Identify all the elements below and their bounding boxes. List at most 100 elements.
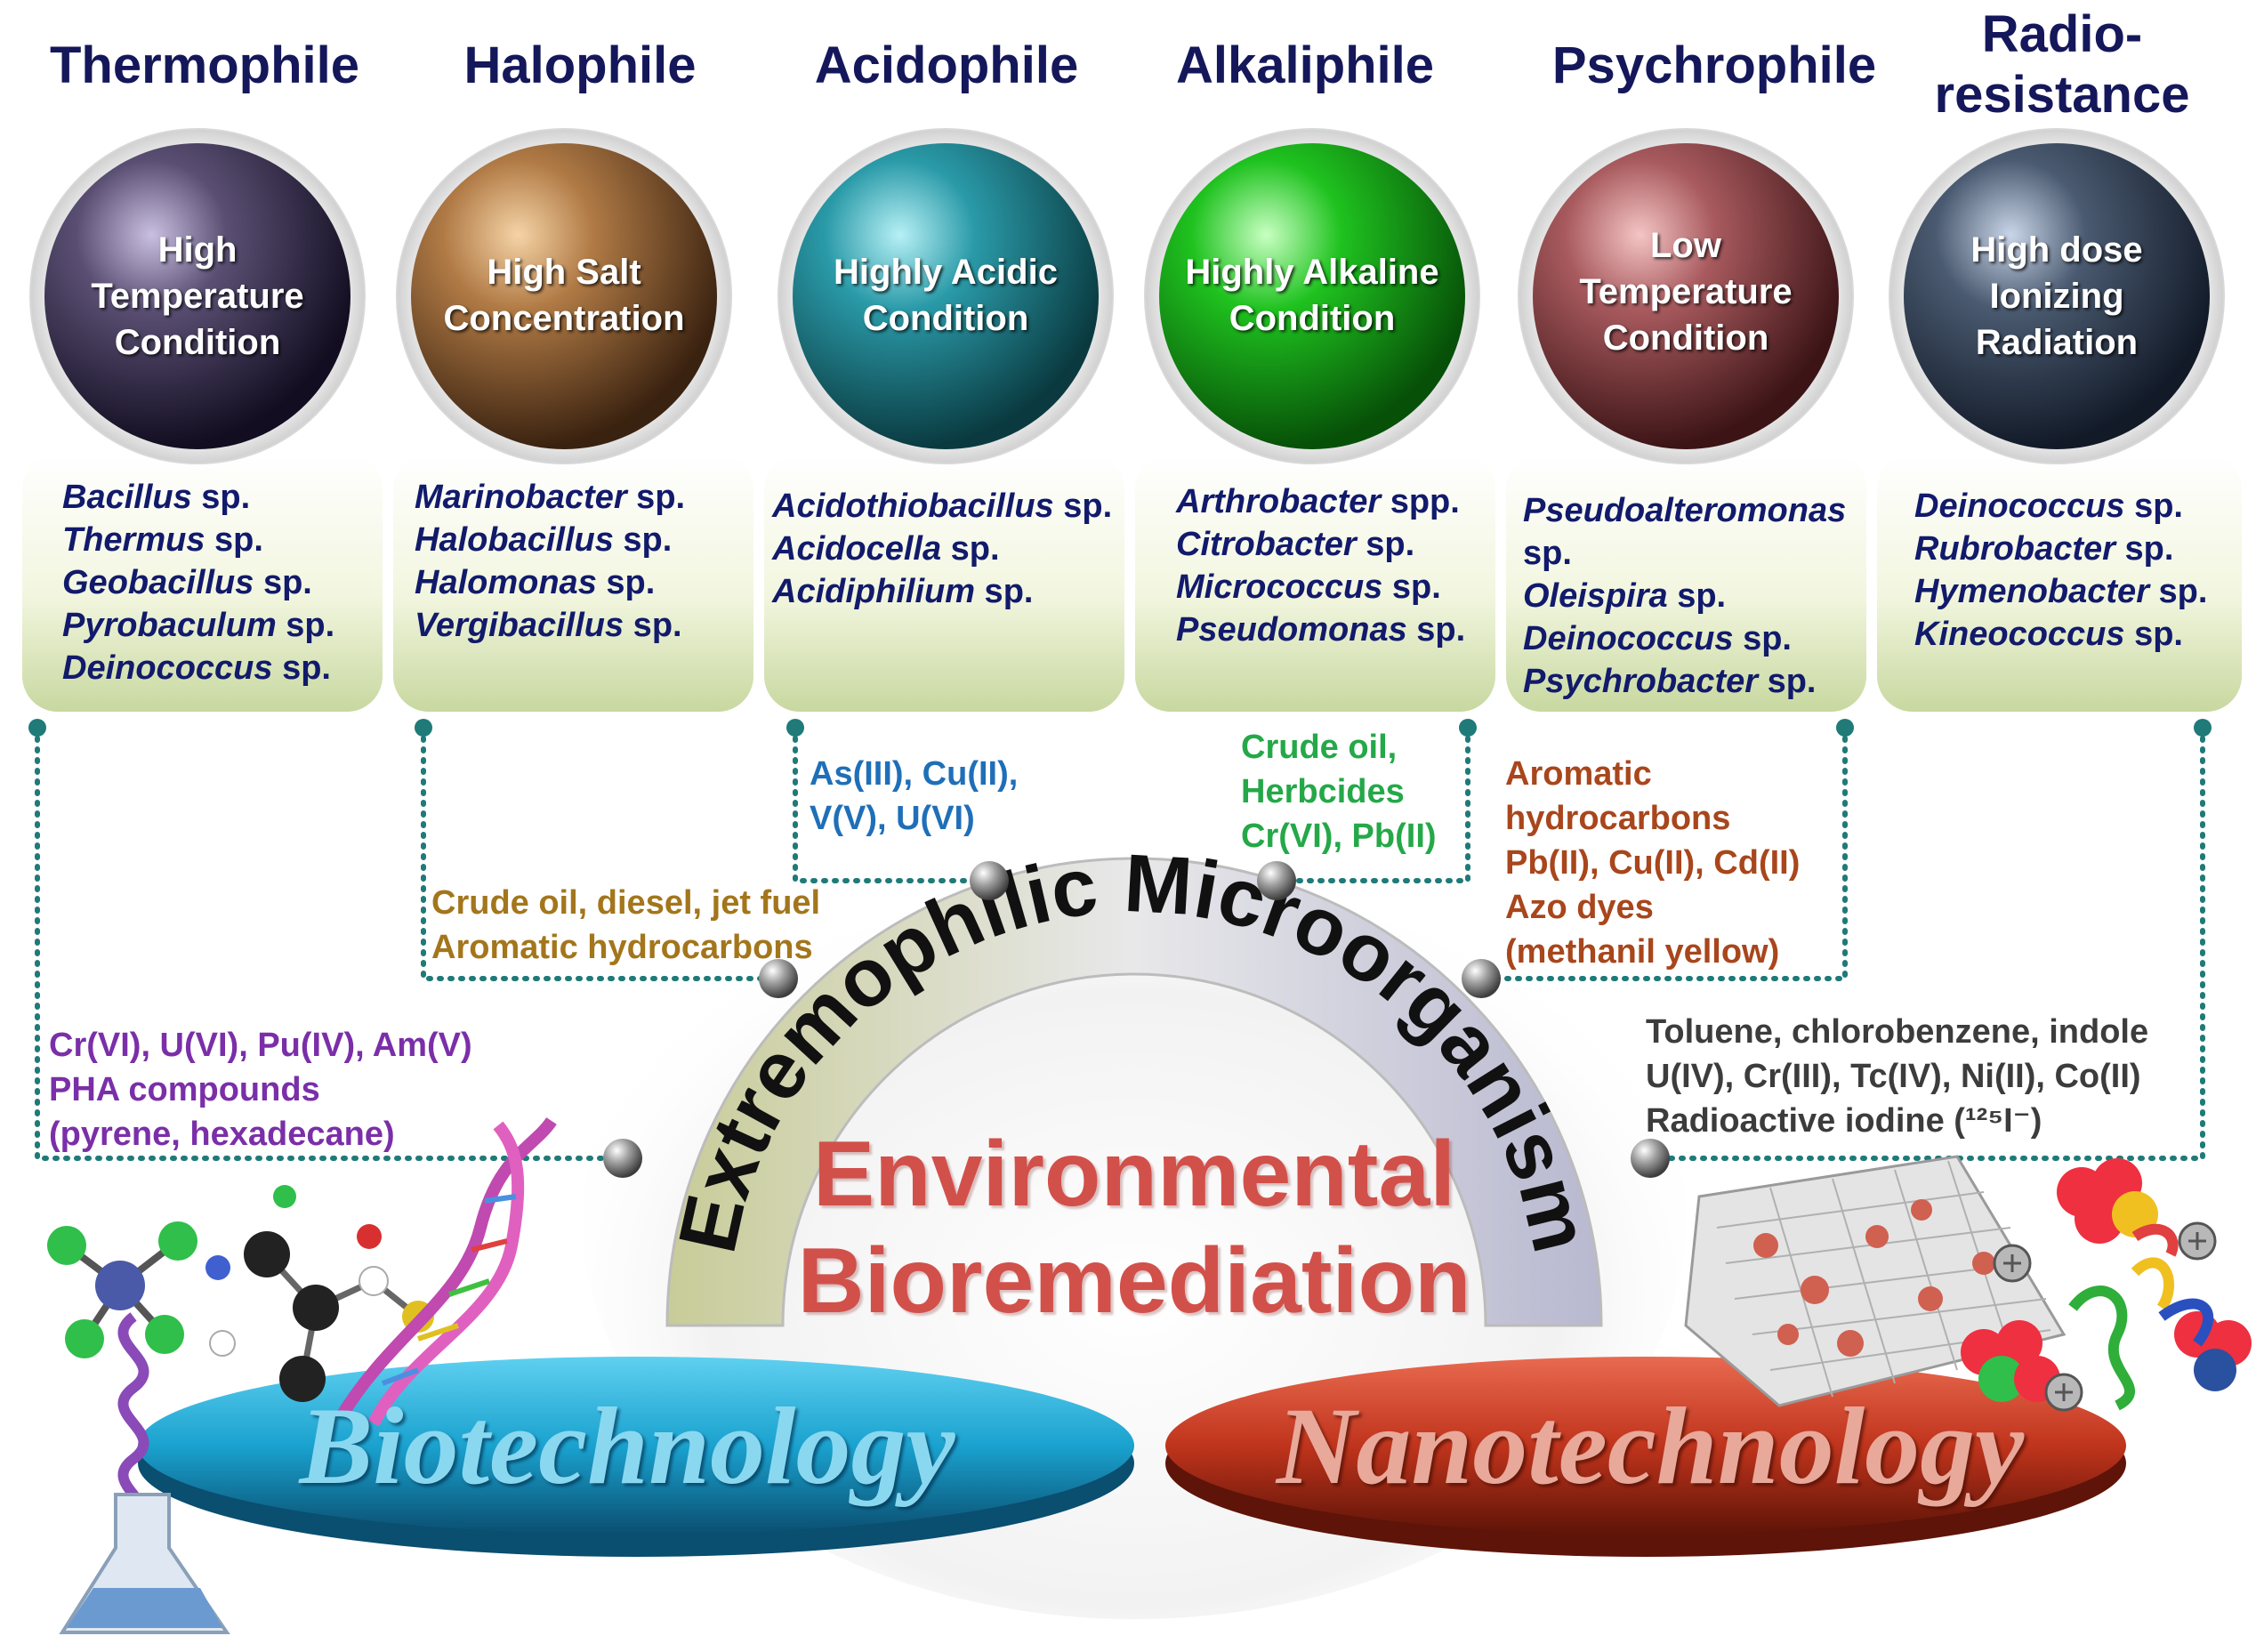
pollutant-line: (pyrene, hexadecane)	[49, 1116, 395, 1153]
sphere-radioresistance	[1904, 143, 2210, 449]
pollutants-radioresistance: Toluene, chlorobenzene, indole U(IV), Cr…	[1646, 1010, 2148, 1143]
main-label-line: Environmental	[812, 1123, 1456, 1226]
condition-line: Temperature	[91, 277, 304, 316]
biotech-illustrations	[47, 1116, 557, 1634]
pollutant-line: Cr(VI), U(VI), Pu(IV), Am(V)	[49, 1027, 472, 1064]
organism-item: Halomonas sp.	[415, 564, 656, 601]
pollutant-line: Cr(VI), Pb(II)	[1241, 818, 1437, 855]
category-title-halophile: Halophile	[463, 36, 697, 94]
pollutant-line: hydrocarbons	[1505, 800, 1731, 837]
condition-line: Low	[1650, 226, 1721, 265]
organism-item: Kineococcus sp.	[1914, 616, 2183, 653]
organism-item: Oleispira sp.	[1523, 577, 1727, 615]
pollutant-line: Crude oil,	[1241, 729, 1398, 766]
sphere-halophile	[411, 143, 717, 449]
category-title-line: Radio-	[1981, 5, 2143, 63]
connector-halophile	[421, 725, 781, 981]
condition-psychrophile: Low Temperature Condition	[1535, 222, 1837, 361]
organism-panel-thermophile	[22, 454, 383, 712]
metal-ball	[970, 861, 1009, 900]
condition-line: High	[157, 230, 238, 270]
pollutant-line: Radioactive iodine (¹²⁵I⁻)	[1646, 1102, 2042, 1140]
molecule-icon	[47, 1221, 197, 1358]
pollutant-line: U(IV), Cr(III), Tc(IV), Ni(II), Co(II)	[1646, 1058, 2141, 1095]
sphere-psychrophile	[1533, 143, 1839, 449]
category-title-acidophile: Acidophile	[814, 36, 1079, 94]
organism-list-psychrophile: Pseudoalteromonas sp. Oleispira sp. Dein…	[1523, 489, 1846, 703]
metal-ball	[1257, 861, 1296, 900]
organism-item: Psychrobacter sp.	[1523, 663, 1817, 700]
organism-item: Micrococcus sp.	[1176, 568, 1441, 606]
connector-dot	[2194, 719, 2212, 737]
condition-spheres	[29, 128, 2225, 464]
organism-item: Arthrobacter spp.	[1176, 483, 1460, 520]
condition-thermophile: High Temperature Condition	[46, 227, 349, 366]
condition-line: High dose	[1970, 230, 2143, 270]
organism-item: Deinococcus sp.	[1914, 488, 2183, 525]
organism-item: Citrobacter sp.	[1176, 526, 1415, 563]
category-title-radioresistance: Radio- resistance	[1884, 4, 2240, 125]
category-title-psychrophile: Psychrophile	[1551, 36, 1877, 94]
organism-item: Rubrobacter sp.	[1914, 530, 2174, 568]
condition-acidophile: Highly Acidic Condition	[794, 249, 1097, 342]
connector-alkaliphile	[1274, 725, 1470, 883]
organism-panel-radioresistance	[1877, 454, 2242, 712]
sphere-acidophile	[793, 143, 1099, 449]
organism-panel-psychrophile	[1506, 454, 1866, 712]
condition-line: Condition	[1602, 318, 1769, 358]
organism-item: Deinococcus sp.	[1523, 620, 1792, 657]
pollutants-alkaliphile: Crude oil, Herbcides Cr(VI), Pb(II)	[1241, 725, 1437, 858]
organism-item: Deinococcus sp.	[62, 649, 331, 687]
metal-ball	[1462, 959, 1501, 998]
condition-radioresistance: High dose Ionizing Radiation	[1905, 227, 2208, 366]
connector-dot	[28, 719, 46, 737]
pollutant-line: As(III), Cu(II),	[810, 755, 1019, 793]
disc-label-biotechnology: Biotechnology	[299, 1385, 955, 1507]
nanoparticles-icon	[1753, 1199, 1995, 1357]
pollutants-halophile: Crude oil, diesel, jet fuel Aromatic hyd…	[431, 881, 820, 970]
condition-line: Highly Alkaline	[1185, 253, 1439, 292]
pollutant-line: Crude oil, diesel, jet fuel	[431, 884, 821, 922]
condition-alkaliphile: Highly Alkaline Condition	[1161, 249, 1463, 342]
disc-nanotechnology	[1165, 1357, 2126, 1535]
category-title-line: resistance	[1934, 66, 2190, 124]
connector-dot	[1459, 719, 1477, 737]
organism-panel-acidophile	[764, 454, 1124, 712]
category-title-thermophile: Thermophile	[49, 36, 360, 94]
disc-label-nanotechnology: Nanotechnology	[1276, 1385, 2025, 1507]
metal-ball	[759, 959, 798, 998]
condition-line: Ionizing	[1989, 277, 2124, 316]
organism-list-alkaliphile: Arthrobacter spp. Citrobacter sp. Microc…	[1176, 480, 1465, 651]
connector-psychrophile	[1478, 725, 1848, 981]
organism-item: sp.	[1523, 535, 1572, 572]
condition-line: Concentration	[443, 299, 685, 338]
flask-icon	[59, 1493, 230, 1634]
organism-item: Thermus sp.	[62, 521, 263, 559]
connector-balls	[603, 861, 1670, 1178]
pollutant-line: Aromatic hydrocarbons	[431, 929, 813, 966]
organism-item: Halobacillus sp.	[415, 521, 673, 559]
connector-lines	[35, 725, 2205, 1161]
connector-dots	[28, 719, 2212, 737]
organism-list-thermophile: Bacillus sp. Thermus sp. Geobacillus sp.…	[62, 476, 334, 689]
pollutants-thermophile: Cr(VI), U(VI), Pu(IV), Am(V) PHA compoun…	[49, 1023, 472, 1156]
category-title-alkaliphile: Alkaliphile	[1175, 36, 1435, 94]
organism-item: Acidocella sp.	[772, 530, 1000, 568]
condition-halophile: High Salt Concentration	[413, 249, 715, 342]
organism-list-radioresistance: Deinococcus sp. Rubrobacter sp. Hymenoba…	[1914, 485, 2207, 656]
positive-ion-icon	[1993, 1221, 2217, 1412]
condition-line: Highly Acidic	[834, 253, 1058, 292]
metal-cluster-icon	[1961, 1158, 2252, 1402]
organism-item: Marinobacter sp.	[415, 479, 686, 516]
organism-item: Acidothiobacillus sp.	[772, 488, 1113, 525]
organism-panel-halophile	[393, 454, 753, 712]
pollutants-psychrophile: Aromatic hydrocarbons Pb(II), Cu(II), Cd…	[1505, 752, 1800, 974]
organism-item: Bacillus sp.	[62, 479, 251, 516]
protein-ribbon-icon	[2068, 1223, 2214, 1411]
connector-dot	[415, 719, 432, 737]
organism-item: Pseudoalteromonas	[1523, 492, 1847, 529]
condition-line: Radiation	[1975, 323, 2139, 362]
dna-helix-icon	[337, 1116, 557, 1427]
organism-item: Vergibacillus sp.	[415, 607, 682, 644]
